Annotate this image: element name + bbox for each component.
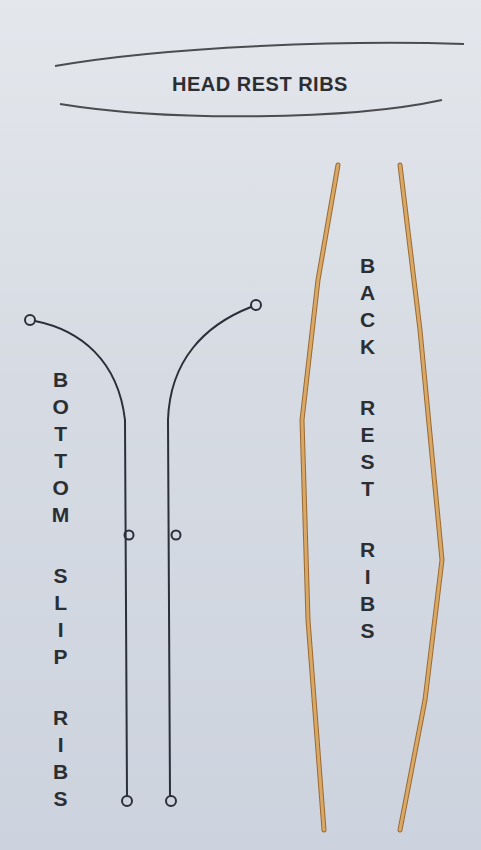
label-letter: E	[355, 421, 380, 448]
label-letter: A	[355, 279, 380, 306]
part-label: BOTTOM SLIP RIBS	[48, 366, 73, 812]
label-letter	[355, 360, 380, 394]
label-letter: M	[48, 501, 73, 528]
node-title: HEAD REST RIBS	[172, 73, 348, 96]
label-letter: R	[355, 394, 380, 421]
bottom-slip-rib-wires	[25, 300, 261, 806]
label-letter: O	[48, 474, 73, 501]
label-letter: S	[355, 617, 380, 644]
label-letter: S	[48, 562, 73, 589]
label-letter: S	[355, 448, 380, 475]
label-letter: T	[48, 420, 73, 447]
label-letter: R	[355, 536, 380, 563]
label-letter: O	[48, 393, 73, 420]
part-label: BACK REST RIBS	[355, 252, 380, 644]
label-letter: T	[48, 447, 73, 474]
label-letter: B	[355, 252, 380, 279]
label-letter: T	[355, 475, 380, 502]
label-letter: R	[48, 704, 73, 731]
label-letter: I	[355, 563, 380, 590]
back-rest-rib-wood	[302, 165, 442, 830]
label-letter: K	[355, 333, 380, 360]
label-letter: L	[48, 589, 73, 616]
label-letter	[355, 502, 380, 536]
label-letter	[48, 670, 73, 704]
label-letter: C	[355, 306, 380, 333]
label-letter: B	[355, 590, 380, 617]
label-letter: B	[48, 366, 73, 393]
label-letter: S	[48, 785, 73, 812]
label-letter: I	[48, 731, 73, 758]
label-letter	[48, 528, 73, 562]
head-rest-outline: HEAD REST RIBS	[50, 38, 470, 130]
label-letter: B	[48, 758, 73, 785]
label-letter: P	[48, 643, 73, 670]
label-letter: I	[48, 616, 73, 643]
